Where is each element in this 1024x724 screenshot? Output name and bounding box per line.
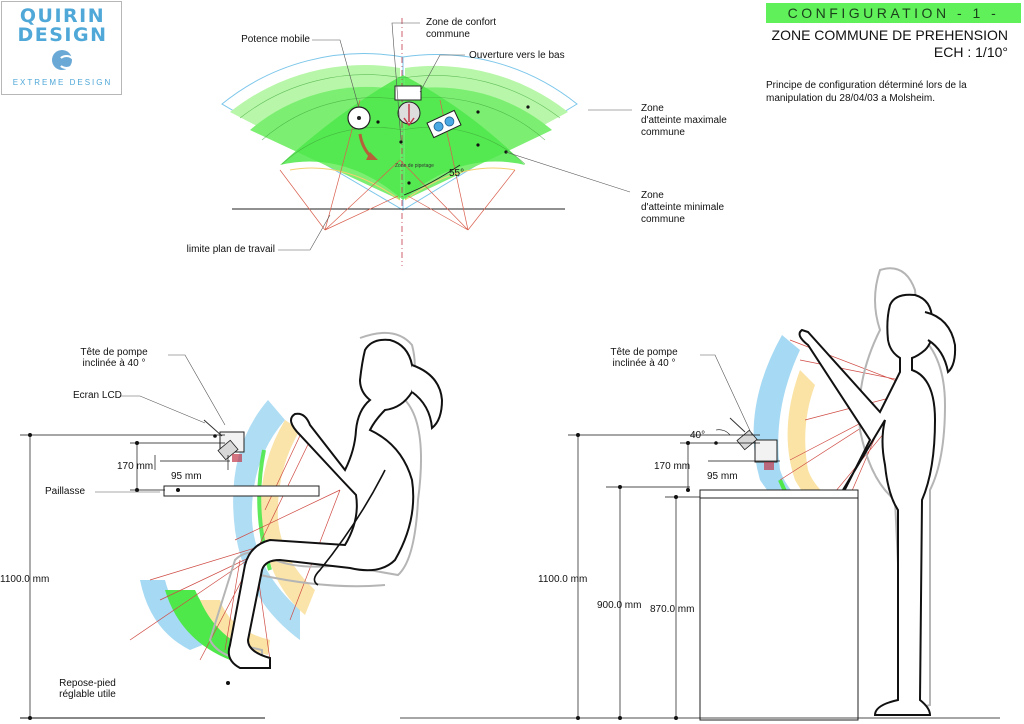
logo-line-2: DESIGN [17,24,108,46]
seated-label-repose-1: Repose-pied [59,678,116,689]
label-max-zone-2: d'atteinte maximale [641,115,727,126]
lcd-buttons [426,109,462,139]
standing-view [400,267,1000,721]
standing-bench-top [699,489,859,499]
fan-arc-lines [239,74,561,165]
seated-label-paillasse: Paillasse [45,486,86,497]
top-view-leaders [278,22,632,251]
label-confort-2: commune [426,29,470,40]
label-limite-plan: limite plan de travail [186,244,275,255]
label-max-zone-3: commune [641,127,685,138]
standing-blue-zone [753,335,830,535]
seated-label-tete-1: Tête de pompe [80,347,148,358]
label-angle-55: 55° [449,168,465,179]
seated-label-ecran: Ecran LCD [73,390,122,401]
seated-leaders [95,354,226,493]
min-reach-left-arc [289,167,401,201]
seated-label-tete-2: inclinée à 40 ° [82,358,146,369]
label-max-zone-1: Zone [641,103,664,114]
label-potence-mobile: Potence mobile [241,34,310,45]
logo-mark-icon [52,50,75,70]
standing-ponytail [924,311,957,374]
scale-label: ECH : 1/10° [933,44,1008,60]
standing-label-170: 170 mm [654,461,691,472]
common-comfort-zone [280,75,525,200]
label-pipetage: Zone de pipetage [395,163,434,169]
standing-label-870: 870.0 mm [650,604,695,615]
seated-dimension-lines [20,434,265,719]
mobile-boom-pivot [357,116,361,120]
seated-label-95: 95 mm [171,471,202,482]
standing-dimension-lines [400,434,1000,719]
standing-label-1100: 1100.0 mm [538,574,588,585]
standing-figure-outline [798,293,937,716]
seated-yellow-zone [260,420,315,615]
logo-line-1: QUIRIN [19,5,106,27]
seated-bench [163,485,320,497]
standing-label-900: 900.0 mm [597,600,642,611]
standing-yellow-zone [787,370,840,520]
min-reach-right-arc [404,167,516,201]
seated-arm-inner [313,469,386,586]
standing-label-tete-1: Tête de pompe [610,347,678,358]
top-view-plan [221,18,632,266]
standing-label-tete-2: inclinée à 40 ° [612,358,676,369]
standing-dimension-dots [576,433,690,720]
angle-arc-55 [403,164,461,196]
seated-ponytail [411,364,444,430]
seated-view [20,331,444,720]
seated-label-height: 1100.0 mm [0,574,50,585]
seated-label-repose-2: réglable utile [59,689,116,700]
label-ouverture: Ouverture vers le bas [469,50,565,61]
configuration-banner: CONFIGURATION - 1 - [766,3,1021,23]
principle-note: Principe de configuration déterminé lors… [766,80,967,104]
label-min-zone-2: d'atteinte minimale [641,202,725,213]
pump-head-down-arrow [403,104,415,127]
label-min-zone-3: commune [641,214,685,225]
seated-dimension-dots [28,433,230,720]
label-confort-1: Zone de confort [426,17,497,28]
logo-tagline: EXTREME DESIGN [12,78,113,87]
seated-label-170: 170 mm [117,461,154,472]
top-view-red-lines [279,99,516,231]
standing-label-95: 95 mm [707,471,738,482]
rotation-arrow-head [366,152,378,160]
standing-bench-body [699,497,859,721]
seated-figure-outline [227,338,416,669]
foot-green-zone [165,590,250,660]
quirin-design-logo: QUIRIN DESIGN EXTREME DESIGN [1,1,122,95]
zone-title: ZONE COMMUNE DE PREHENSION [771,27,1008,43]
standing-label-angle-40: 40° [690,430,706,441]
standing-leaders [700,354,753,436]
seated-pump-device [203,419,245,462]
pump-top-box [394,85,422,101]
label-min-zone-1: Zone [641,190,664,201]
